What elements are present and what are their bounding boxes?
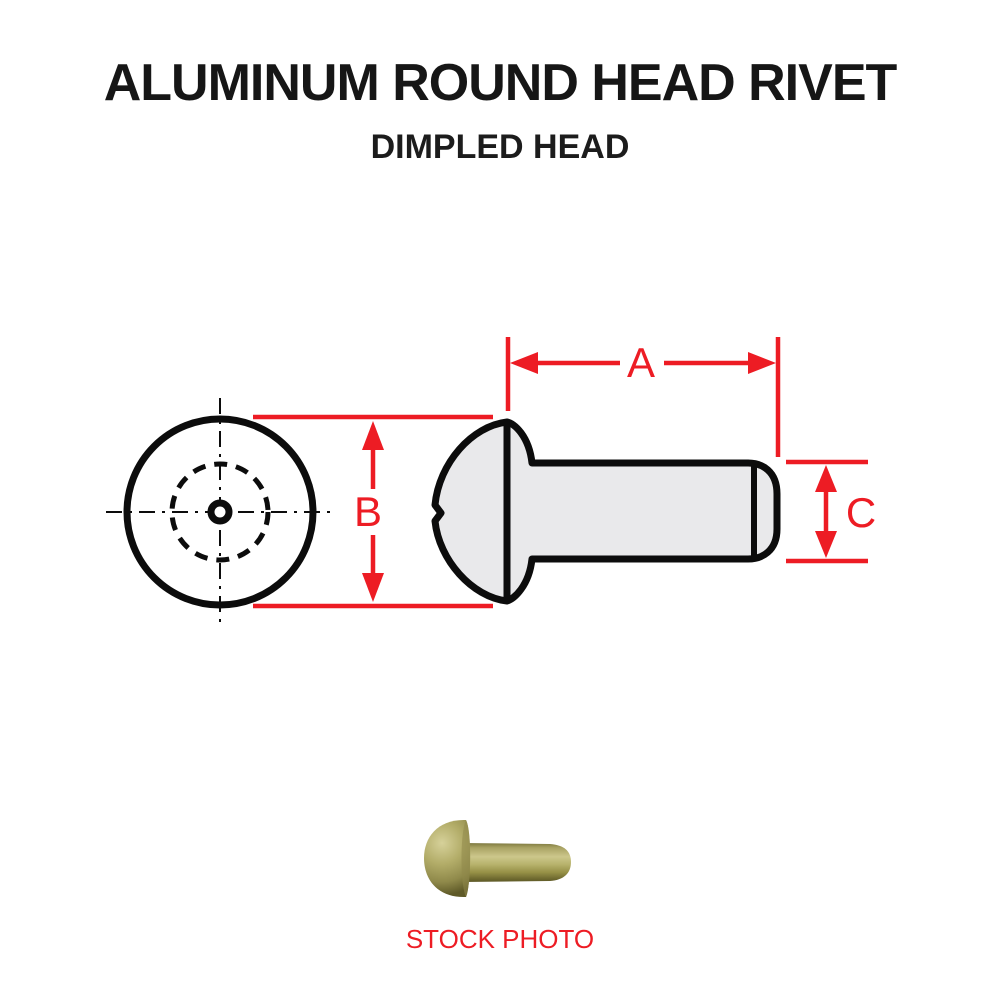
photo-rivet-shank — [462, 843, 571, 882]
dimension-b — [253, 414, 493, 609]
stock-photo-rivet — [424, 819, 571, 898]
center-hole — [207, 499, 233, 525]
rivet-side-view — [431, 418, 781, 605]
dimension-c — [786, 459, 868, 564]
page-title: ALUMINUM ROUND HEAD RIVET — [103, 54, 898, 112]
dim-c-arrowhead-top — [815, 465, 837, 492]
dimension-a-label: A — [626, 339, 656, 386]
dimple-dashed-circle — [169, 461, 271, 563]
rivet-front-view — [106, 398, 336, 624]
dim-b-arrowhead-bottom — [362, 573, 384, 602]
dimension-a — [505, 337, 781, 457]
dim-a-arrowhead-left — [510, 352, 538, 374]
page-subtitle: DIMPLED HEAD — [370, 128, 630, 166]
dimension-c-label: C — [845, 489, 877, 536]
photo-rivet-head — [424, 819, 471, 898]
rivet-silhouette — [431, 418, 781, 605]
dimension-b-label: B — [353, 488, 383, 535]
dim-c-arrowhead-bottom — [815, 531, 837, 558]
photo-rivet-head-rim — [461, 820, 471, 897]
dim-b-arrowhead-top — [362, 421, 384, 450]
dim-a-arrowhead-right — [748, 352, 776, 374]
head-outline-circle — [123, 415, 317, 609]
stock-photo-caption: STOCK PHOTO — [405, 924, 595, 954]
